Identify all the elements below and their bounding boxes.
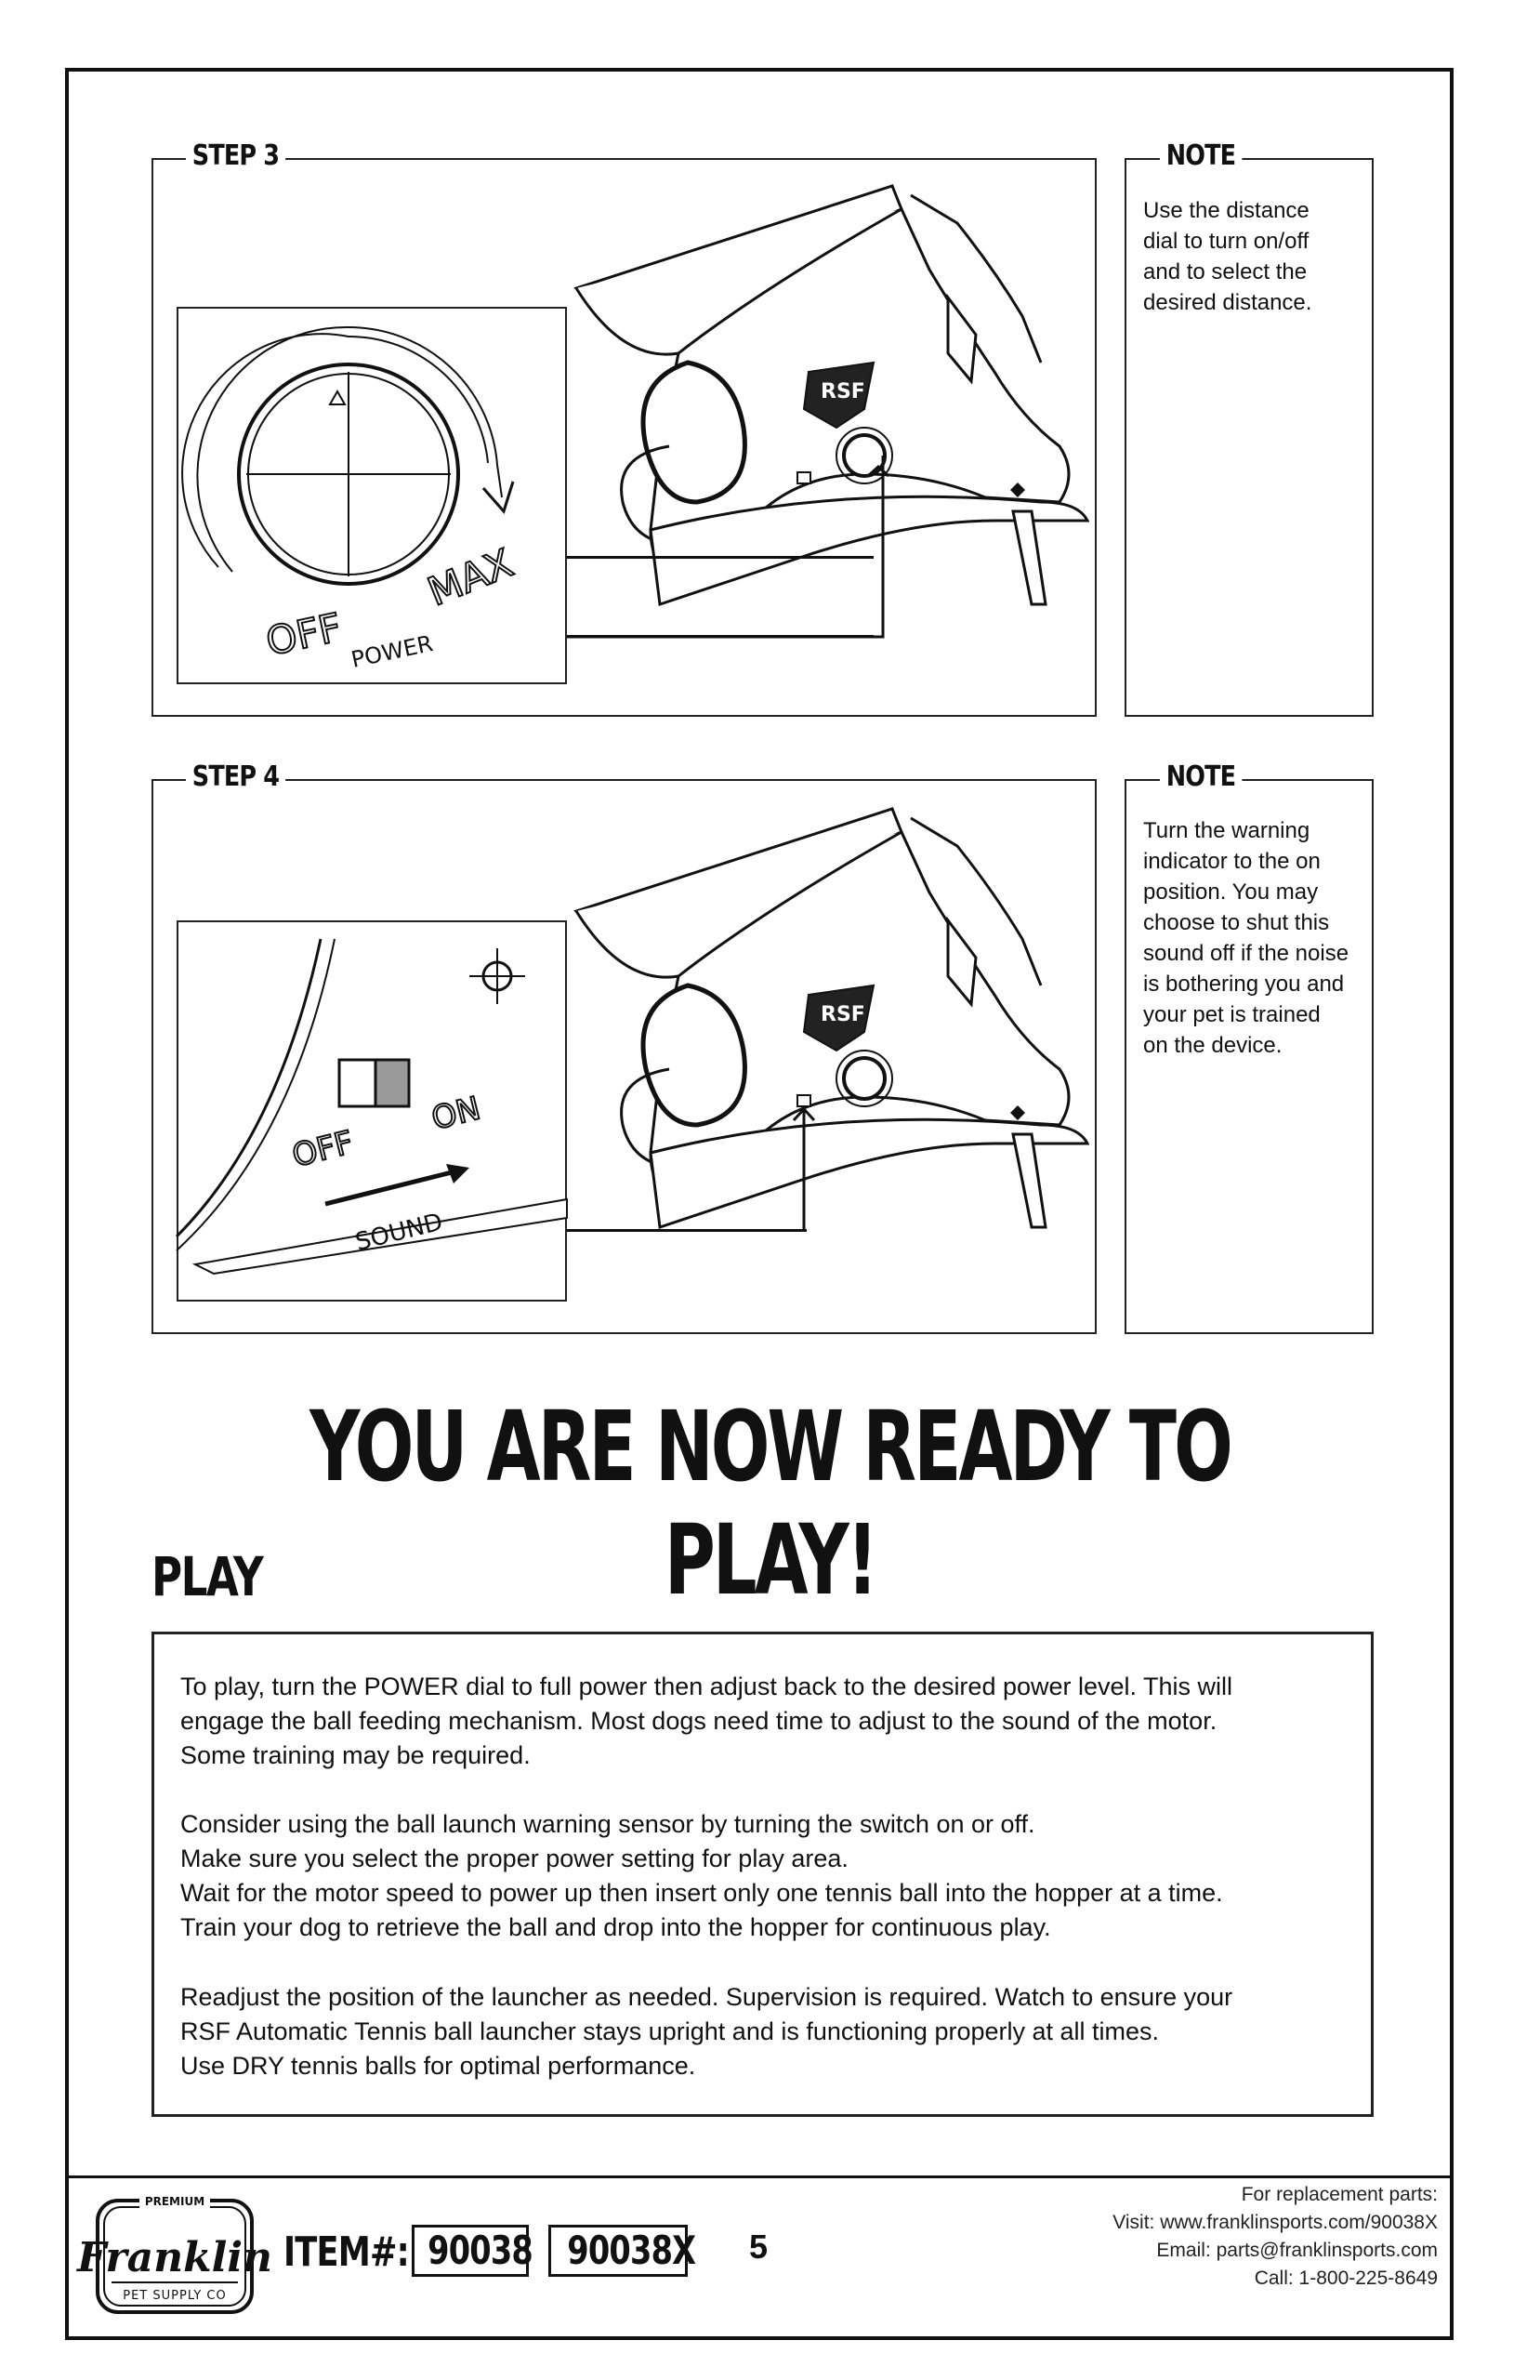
franklin-logo: PREMIUM Franklin PET SUPPLY CO [75,2193,272,2314]
step4-sound-switch: OFF ON SOUND [175,938,568,1276]
switch-on-label: ON [428,1090,484,1137]
logo-top-text: PREMIUM [145,2195,204,2208]
contact-phone: Call: 1-800-225-8649 [1254,2268,1438,2289]
contact-heading: For replacement parts: [1241,2184,1438,2205]
note-line: sound off if the noise [1143,941,1349,966]
ready-heading-text: YOU ARE NOW READY TO PLAY! [309,1390,1233,1617]
contact-email[interactable]: Email: parts@franklinsports.com [1156,2240,1438,2261]
step3-launcher-illustration: RSF [355,184,1090,639]
step4-note-label: NOTE [1160,760,1243,793]
switch-sound-label: SOUND [352,1209,445,1257]
play-heading: PLAY [151,1545,264,1608]
item-code-1: 90038 [412,2225,533,2277]
play-line: Some training may be required. [180,1741,531,1769]
play-line: Consider using the ball launch warning s… [180,1810,1035,1838]
play-paragraph-2: Consider using the ball launch warning s… [180,1807,1343,1945]
step3-note-box [1125,158,1374,717]
page-number: 5 [749,2228,769,2266]
item-code-2: 90038X [548,2225,696,2277]
contact-website[interactable]: Visit: www.franklinsports.com/90038X [1112,2212,1438,2233]
step3-connector-2 [567,635,874,638]
step3-label: STEP 3 [186,139,285,172]
step4-note-box [1125,779,1374,1334]
step3-note-text: Use the distance dial to turn on/off and… [1143,195,1311,318]
replacement-parts-contact: For replacement parts: Visit: www.frankl… [1112,2181,1438,2293]
play-line: Readjust the position of the launcher as… [180,1983,1233,2011]
footer-divider [65,2175,1454,2178]
note-line: desired distance. [1143,290,1312,315]
dial-off-label: OFF [262,604,346,665]
step3-box [151,158,1097,717]
note-line: your pet is trained [1143,1002,1321,1027]
logo-bottom-text: PET SUPPLY CO [123,2289,226,2303]
step4-badge-text: RSF [821,1003,865,1026]
step4-connector [567,1229,807,1232]
note-line: on the device. [1143,1033,1283,1058]
dial-max-label: MAX [421,540,519,615]
note-line: indicator to the on [1143,849,1321,874]
ready-heading: YOU ARE NOW READY TO PLAY! [0,1390,1540,1617]
play-paragraph-3: Readjust the position of the launcher as… [180,1980,1343,2083]
step4-launcher-illustration: RSF [573,807,1090,1232]
note-line: Turn the warning [1143,818,1310,843]
logo-name-text: Franklin [75,2234,272,2281]
item-number-label: ITEM#: [283,2228,410,2276]
item-code-text: 90038X [567,2228,696,2273]
note-line: and to select the [1143,259,1308,284]
note-line: Use the distance [1143,198,1310,223]
note-line: dial to turn on/off [1143,229,1310,254]
step3-power-dial: OFF MAX POWER [181,325,520,673]
step4-box [151,779,1097,1334]
note-line: position. You may [1143,879,1319,905]
step3-note-label: NOTE [1160,139,1243,172]
play-line: Train your dog to retrieve the ball and … [180,1913,1051,1941]
play-line: engage the ball feeding mechanism. Most … [180,1707,1218,1735]
step4-label: STEP 4 [186,760,285,793]
dial-power-label: POWER [349,630,435,673]
play-paragraph-1: To play, turn the POWER dial to full pow… [180,1670,1343,1773]
play-line: Use DRY tennis balls for optimal perform… [180,2052,696,2080]
step3-connector [567,556,874,559]
switch-off-label: OFF [289,1124,358,1175]
play-line: To play, turn the POWER dial to full pow… [180,1673,1233,1700]
step4-note-text: Turn the warning indicator to the on pos… [1143,815,1349,1061]
play-instructions-box: To play, turn the POWER dial to full pow… [151,1632,1374,2117]
play-line: Wait for the motor speed to power up the… [180,1879,1223,1907]
note-line: choose to shut this [1143,910,1330,935]
item-code-text: 90038 [428,2228,533,2273]
play-line: RSF Automatic Tennis ball launcher stays… [180,2017,1160,2045]
play-line: Make sure you select the proper power se… [180,1844,849,1872]
step3-badge-text: RSF [821,380,865,403]
page-frame [65,68,1454,2340]
note-line: is bothering you and [1143,972,1345,997]
